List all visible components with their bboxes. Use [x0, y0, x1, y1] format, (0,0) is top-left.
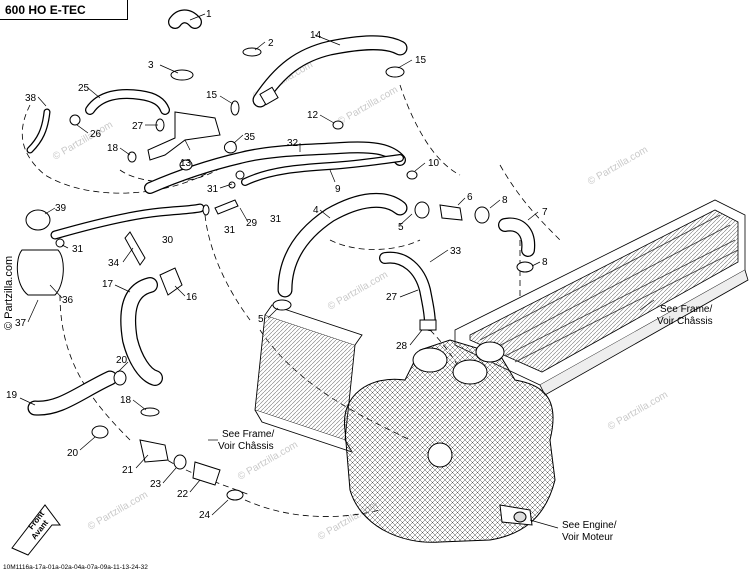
callout-35: 35: [244, 132, 256, 143]
watermark: © Partzilla.com: [86, 489, 150, 532]
see-engine-line2: Voir Moteur: [562, 532, 614, 543]
callout-numbers: 1 2 3 14 15 15 25 38 26 27 13 35 12 32 1…: [6, 9, 548, 521]
callout-28: 28: [396, 341, 408, 352]
callout-18a: 18: [107, 143, 119, 154]
watermark: © Partzilla.com: [606, 389, 670, 432]
engine-assembly: [343, 339, 556, 543]
callout-5b: 5: [258, 314, 264, 325]
see-frame-right-line1: See Frame/: [660, 304, 712, 315]
callout-24: 24: [199, 510, 211, 521]
frame-tunnel: [454, 199, 749, 396]
callout-21: 21: [122, 465, 134, 476]
callout-38: 38: [25, 93, 37, 104]
callout-16: 16: [186, 292, 198, 303]
callout-7: 7: [542, 207, 548, 218]
callout-27a: 27: [132, 121, 144, 132]
see-frame-right-line2: Voir Châssis: [657, 316, 713, 327]
callout-10: 10: [428, 158, 440, 169]
callout-13: 13: [180, 158, 192, 169]
callout-31d: 31: [72, 244, 84, 255]
callout-25: 25: [78, 83, 90, 94]
callout-15: 15: [415, 55, 427, 66]
callout-30: 30: [162, 235, 174, 246]
part-code: 10M1116a-17a-01a-02a-04a-07a-09a-11-13-2…: [3, 564, 148, 571]
callout-29: 29: [246, 218, 258, 229]
see-frame-left-line2: Voir Châssis: [218, 441, 274, 452]
clamps: [16, 47, 534, 501]
callout-39: 39: [55, 203, 67, 214]
callout-20b: 20: [67, 448, 79, 459]
callout-6: 6: [467, 192, 473, 203]
callout-32: 32: [287, 138, 299, 149]
see-frame-left-line1: See Frame/: [222, 429, 274, 440]
watermark: © Partzilla.com: [586, 144, 650, 187]
front-direction-arrow: Front Avant: [11, 504, 61, 556]
callout-37: 37: [15, 318, 27, 329]
watermark: © Partzilla.com: [326, 269, 390, 312]
callout-31a: 31: [207, 184, 219, 195]
callout-22: 22: [177, 489, 189, 500]
callout-3: 3: [148, 60, 154, 71]
page-title: 600 HO E-TEC: [0, 0, 128, 20]
callout-19: 19: [6, 390, 18, 401]
callout-34: 34: [108, 258, 120, 269]
callout-9: 9: [335, 184, 341, 195]
callout-26: 26: [90, 129, 102, 140]
callout-5a: 5: [398, 222, 404, 233]
callout-12: 12: [307, 110, 319, 121]
callout-8a: 8: [502, 195, 508, 206]
callout-8b: 8: [542, 257, 548, 268]
callout-18b: 18: [120, 395, 132, 406]
callout-14: 14: [310, 30, 322, 41]
callout-17: 17: [102, 279, 114, 290]
callout-4: 4: [313, 205, 319, 216]
leader-lines: [19, 13, 655, 529]
callout-31b: 31: [270, 214, 282, 225]
hoses: [26, 9, 536, 416]
watermark: © Partzilla.com: [336, 84, 400, 127]
callout-27b: 27: [386, 292, 398, 303]
reference-labels: See Frame/ Voir Châssis See Frame/ Voir …: [218, 304, 713, 543]
callout-31c: 31: [224, 225, 236, 236]
callout-33: 33: [450, 246, 462, 257]
callout-20a: 20: [116, 355, 128, 366]
callout-36: 36: [62, 295, 74, 306]
callout-15b: 15: [206, 90, 218, 101]
watermark: © Partzilla.com: [51, 119, 115, 162]
see-engine-line1: See Engine/: [562, 520, 617, 531]
callout-2: 2: [268, 38, 274, 49]
side-watermark: © Partzilla.com: [3, 256, 15, 330]
callout-1: 1: [206, 9, 212, 20]
radiator: [254, 304, 363, 453]
callout-23: 23: [150, 479, 162, 490]
